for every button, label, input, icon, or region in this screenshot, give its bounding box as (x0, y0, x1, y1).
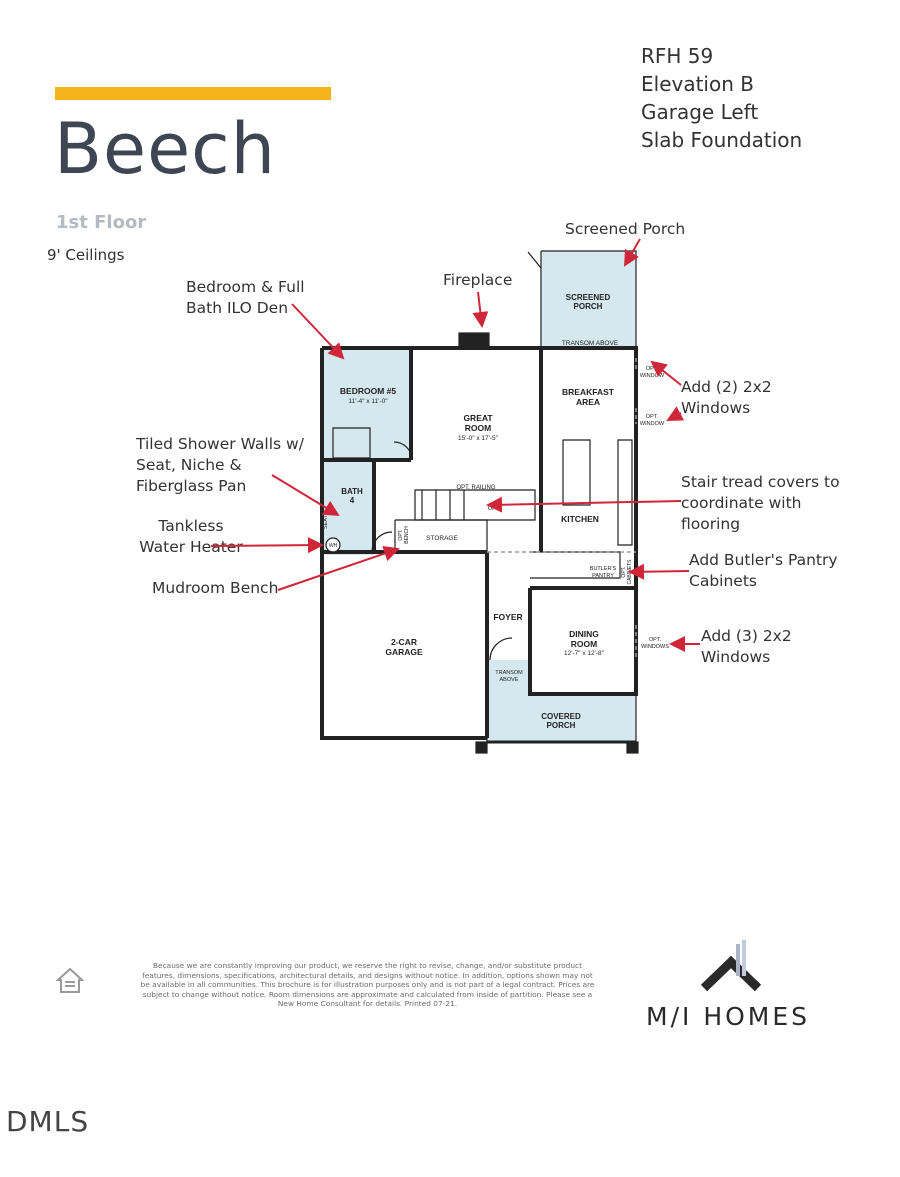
svg-text:4: 4 (350, 496, 355, 505)
brand-name: M/I HOMES (646, 1002, 811, 1031)
arrow (271, 474, 340, 517)
note-screened-porch: Screened Porch (565, 220, 686, 238)
dining-walls (528, 552, 638, 696)
svg-text:OPT.: OPT. (646, 414, 659, 420)
svg-text:12'-7" x 12'-8": 12'-7" x 12'-8" (564, 650, 605, 657)
arrow (666, 406, 685, 421)
closet (332, 427, 371, 459)
label-foyer: FOYER (493, 612, 522, 622)
note-add-2-windows: Add (2) 2x2 Windows (681, 378, 772, 417)
note-tiled-shower: Tiled Shower Walls w/ Seat, Niche & Fibe… (136, 435, 304, 495)
label-bath4: BATH (341, 487, 363, 496)
svg-text:UP: UP (488, 506, 496, 512)
kitchen-counter (617, 439, 633, 546)
svg-text:PORCH: PORCH (547, 721, 576, 730)
svg-text:BENCH: BENCH (404, 526, 410, 544)
note-bedroom-bath: Bedroom & Full Bath ILO Den (186, 278, 305, 317)
plan-title: Beech (54, 108, 277, 190)
svg-text:WINDOWS: WINDOWS (641, 644, 669, 650)
svg-text:SEAT: SEAT (323, 514, 329, 529)
spec-line: Elevation B (641, 72, 754, 96)
porch-post (475, 741, 488, 754)
note-mudroom-bench: Mudroom Bench (152, 579, 279, 597)
svg-text:OPT.: OPT. (398, 529, 404, 540)
svg-text:ABOVE: ABOVE (500, 677, 519, 683)
svg-text:WINDOW: WINDOW (640, 421, 665, 427)
stair-outline (414, 489, 536, 521)
label-storage: STORAGE (426, 535, 458, 542)
label-dining: DINING (569, 629, 599, 639)
arrow (624, 238, 641, 267)
floor-label: 1st Floor (56, 212, 147, 233)
label-covered-porch: COVERED (541, 712, 581, 721)
svg-text:GARAGE: GARAGE (385, 647, 423, 657)
accent-bar (55, 87, 331, 100)
svg-text:OPT.: OPT. (621, 566, 627, 577)
screened-porch-fill (541, 251, 636, 347)
storage-outline (395, 519, 488, 553)
spec-line: Garage Left (641, 100, 759, 124)
svg-text:ROOM: ROOM (571, 639, 597, 649)
label-breakfast: BREAKFAST (562, 387, 615, 397)
arrow (650, 360, 682, 386)
svg-text:OPT.: OPT. (649, 637, 662, 643)
outer-wall-left (320, 348, 487, 740)
svg-text:OPT. RAILING: OPT. RAILING (456, 485, 495, 491)
arrow (210, 537, 324, 554)
svg-text:WINDOW: WINDOW (640, 373, 665, 379)
spec-line: Slab Foundation (641, 128, 803, 152)
foyer-entry-fill (487, 660, 531, 694)
annotation-arrows (210, 238, 700, 652)
door-swing (371, 531, 393, 553)
svg-text:15'-0" x 17'-5": 15'-0" x 17'-5" (458, 435, 499, 442)
watermark: DMLS (6, 1105, 90, 1138)
fireplace-box (458, 332, 490, 349)
spec-line: RFH 59 (641, 44, 714, 68)
svg-text:TRANSOM ABOVE: TRANSOM ABOVE (562, 340, 619, 347)
arrow (277, 545, 400, 591)
bedroom-fill (322, 350, 411, 460)
svg-text:ROOM: ROOM (465, 423, 491, 433)
arrow (472, 291, 489, 328)
covered-porch-fill (487, 694, 636, 742)
label-screened: SCREENED (566, 293, 611, 302)
label-garage: 2-CAR (391, 637, 417, 647)
ceiling-note: 9' Ceilings (47, 246, 125, 264)
svg-text:WH: WH (329, 543, 338, 549)
svg-text:PORCH: PORCH (574, 302, 603, 311)
equal-housing-icon (55, 966, 85, 998)
kitchen-island (562, 439, 591, 506)
label-great-room: GREAT (463, 413, 493, 423)
disclaimer-text: Because we are constantly improving our … (140, 961, 595, 1008)
note-fireplace: Fireplace (443, 271, 513, 289)
svg-text:PANTRY: PANTRY (592, 573, 614, 579)
svg-text:AREA: AREA (576, 397, 600, 407)
arrow (628, 563, 690, 580)
arrow (486, 496, 682, 513)
note-tankless: Tankless Water Heater (139, 517, 243, 556)
note-stair-tread: Stair tread covers to coordinate with fl… (681, 473, 840, 533)
spec-block: RFH 59 Elevation B Garage Left Slab Foun… (641, 42, 802, 154)
porch-post (626, 741, 639, 754)
svg-text:BUTLER'S: BUTLER'S (590, 566, 617, 572)
label-kitchen: KITCHEN (561, 514, 599, 524)
water-heater (325, 537, 341, 553)
note-add-3-windows: Add (3) 2x2 Windows (701, 627, 792, 666)
svg-text:11'-4" x 11'-0": 11'-4" x 11'-0" (348, 398, 388, 405)
door-swing (393, 441, 413, 461)
mi-homes-logo-mark (700, 940, 762, 992)
door-swing (489, 637, 513, 661)
svg-text:TRANSOM: TRANSOM (495, 670, 523, 676)
note-butlers-pantry: Add Butler's Pantry Cabinets (689, 551, 838, 590)
arrow (291, 303, 345, 360)
label-bedroom5: BEDROOM #5 (340, 386, 396, 396)
